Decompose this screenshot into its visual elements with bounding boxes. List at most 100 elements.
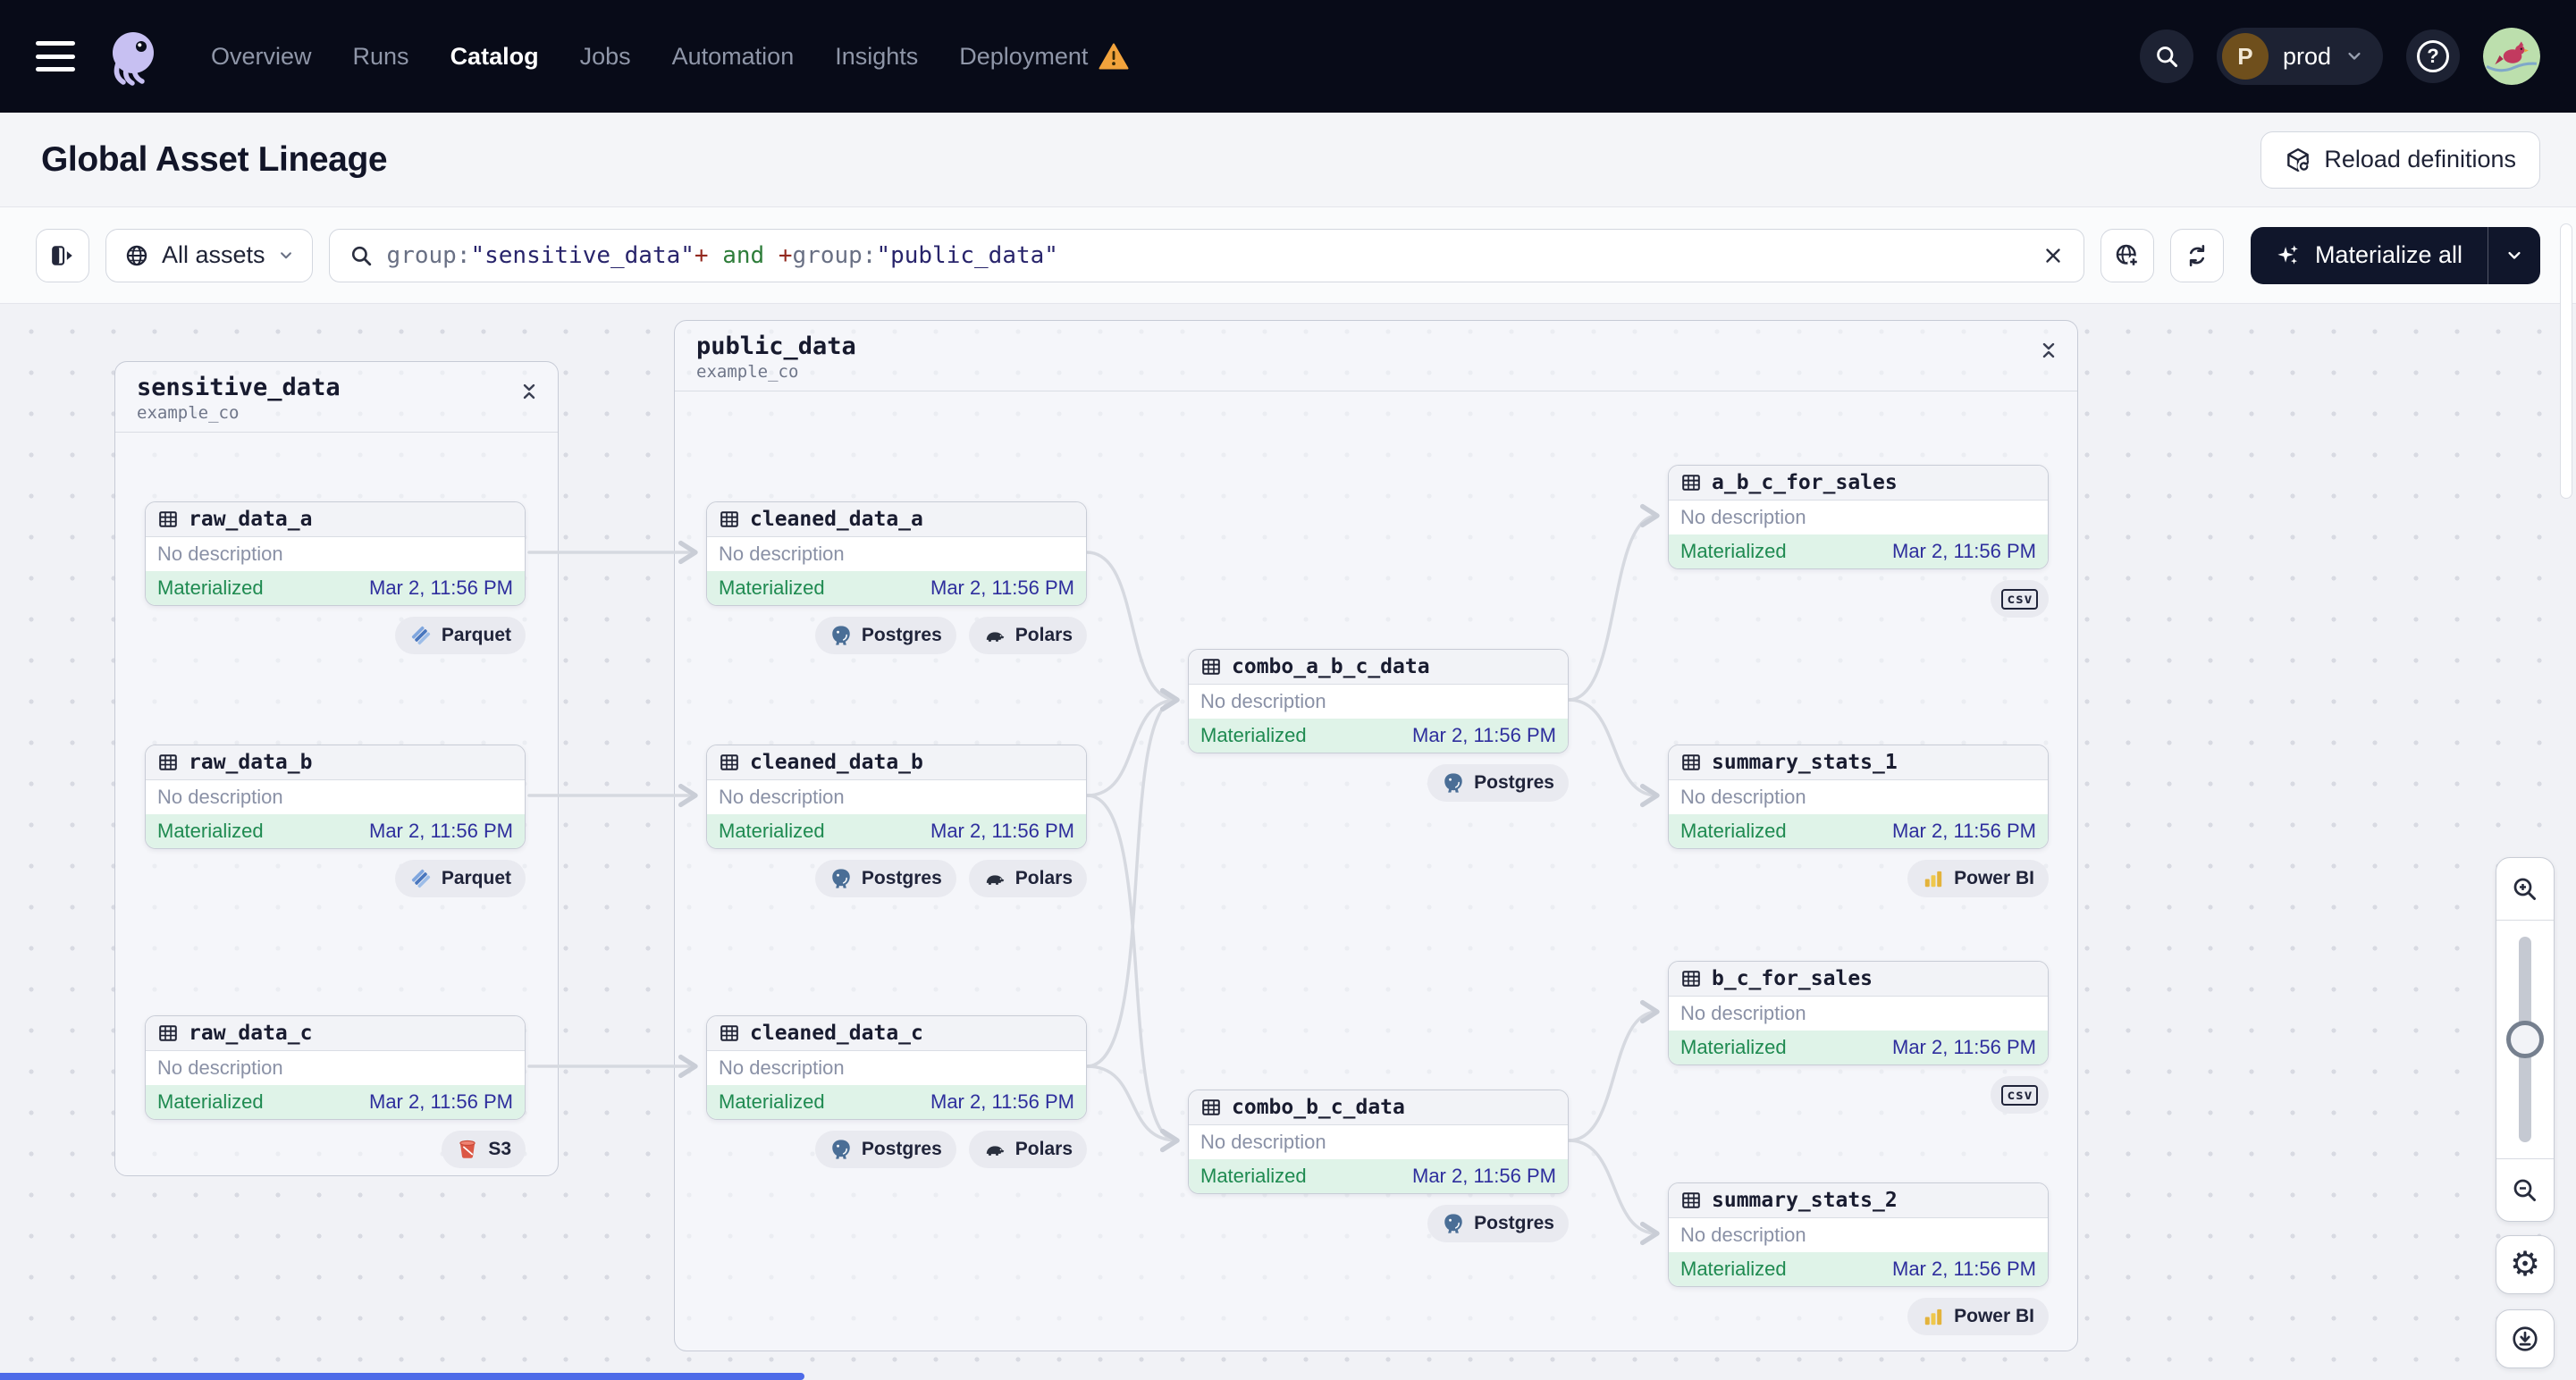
asset-card[interactable]: summary_stats_1 No description Materiali…	[1668, 745, 2049, 849]
group-header[interactable]: public_data example_co	[675, 321, 2077, 392]
asset-status: Materialized	[719, 1090, 825, 1113]
zoom-slider-handle[interactable]	[2506, 1021, 2544, 1058]
deployment-warning-icon	[1099, 43, 1129, 70]
zoom-in-button[interactable]	[2496, 858, 2554, 921]
deployment-switcher[interactable]: P prod	[2216, 28, 2383, 85]
csv-icon: csv	[2001, 1084, 2038, 1106]
asset-card[interactable]: combo_a_b_c_data No description Material…	[1188, 649, 1569, 753]
nav-automation[interactable]: Automation	[671, 42, 795, 70]
materialize-all-button[interactable]: Materialize all	[2251, 227, 2488, 284]
asset-status: Materialized	[157, 1090, 264, 1113]
reload-cube-icon	[2285, 147, 2311, 173]
asset-description: No description	[1680, 1002, 1806, 1024]
asset-name: a_b_c_for_sales	[1712, 471, 1898, 494]
asset-timestamp: Mar 2, 11:56 PM	[1892, 1258, 2036, 1280]
asset-status: Materialized	[719, 820, 825, 842]
asset-card[interactable]: summary_stats_2 No description Materiali…	[1668, 1182, 2049, 1287]
postgres-icon	[829, 624, 853, 647]
csv-icon: csv	[2001, 588, 2038, 610]
asset-name: combo_b_c_data	[1232, 1096, 1405, 1119]
zoom-out-icon	[2512, 1177, 2538, 1204]
gear-icon: ⚙	[2509, 1246, 2541, 1283]
materialize-options-caret[interactable]	[2488, 227, 2540, 284]
zoom-slider[interactable]	[2496, 921, 2554, 1158]
page-header: Global Asset Lineage Reload definitions	[0, 113, 2576, 207]
asset-node-a-b-c-for-sales: a_b_c_for_sales No description Materiali…	[1668, 465, 2049, 618]
table-icon	[157, 1022, 179, 1044]
table-icon	[1200, 1097, 1222, 1118]
horizontal-scrollbar-thumb[interactable]	[0, 1373, 804, 1380]
nav-insights[interactable]: Insights	[835, 42, 919, 70]
nav-jobs[interactable]: Jobs	[579, 42, 631, 70]
kind-badge-polars: Polars	[968, 1131, 1087, 1168]
kind-badge-postgres: Postgres	[1427, 1205, 1569, 1242]
toggle-asset-panel-button[interactable]	[36, 228, 89, 282]
env-name: prod	[2282, 42, 2331, 70]
zoom-out-button[interactable]	[2496, 1158, 2554, 1221]
asset-name: raw_data_a	[189, 508, 313, 531]
collapse-group-icon[interactable]	[2040, 341, 2058, 359]
table-icon	[719, 752, 740, 773]
panel-toggle-icon	[50, 243, 75, 268]
asset-name: cleaned_data_a	[750, 508, 923, 531]
asset-card[interactable]: combo_b_c_data No description Materializ…	[1188, 1090, 1569, 1194]
nav-deployment[interactable]: Deployment	[959, 43, 1129, 71]
clear-query-icon[interactable]	[2042, 245, 2064, 266]
view-full-graph-button[interactable]	[2100, 228, 2154, 282]
asset-scope-dropdown[interactable]: All assets	[105, 228, 313, 282]
help-button[interactable]: ?	[2406, 29, 2460, 83]
primary-nav: Overview Runs Catalog Jobs Automation In…	[211, 43, 1129, 71]
asset-node-summary-stats-1: summary_stats_1 No description Materiali…	[1668, 745, 2049, 897]
download-icon	[2511, 1325, 2539, 1353]
nav-catalog[interactable]: Catalog	[450, 42, 539, 70]
asset-description: No description	[1680, 1224, 1806, 1246]
nav-overview[interactable]: Overview	[211, 42, 312, 70]
group-name: public_data	[696, 332, 856, 360]
asset-card[interactable]: b_c_for_sales No description Materialize…	[1668, 961, 2049, 1065]
vertical-scrollbar-thumb[interactable]	[2560, 223, 2572, 499]
asset-status: Materialized	[1680, 540, 1787, 562]
dagster-logo-icon[interactable]	[100, 23, 166, 89]
asset-timestamp: Mar 2, 11:56 PM	[1412, 724, 1556, 746]
group-name: sensitive_data	[137, 374, 341, 401]
asset-card[interactable]: cleaned_data_c No description Materializ…	[706, 1015, 1087, 1120]
asset-status: Materialized	[1680, 820, 1787, 842]
question-mark-icon: ?	[2417, 40, 2449, 72]
asset-node-cleaned-data-c: cleaned_data_c No description Materializ…	[706, 1015, 1087, 1168]
asset-timestamp: Mar 2, 11:56 PM	[1412, 1165, 1556, 1187]
table-icon	[1680, 472, 1702, 493]
asset-selection-query[interactable]: group:"sensitive_data"+ and +group:"publ…	[386, 241, 1058, 269]
global-search-button[interactable]	[2139, 29, 2193, 83]
hamburger-menu-icon[interactable]	[36, 41, 75, 72]
kind-badge-powerbi: Power BI	[1907, 860, 2049, 897]
reload-definitions-button[interactable]: Reload definitions	[2260, 130, 2540, 189]
table-icon	[157, 509, 179, 530]
kind-badge-postgres: Postgres	[814, 1131, 956, 1168]
nav-runs[interactable]: Runs	[352, 42, 409, 70]
globe-plus-icon	[2114, 242, 2141, 269]
download-graph-button[interactable]	[2496, 1309, 2555, 1368]
top-nav-bar: Overview Runs Catalog Jobs Automation In…	[0, 0, 2576, 113]
asset-card[interactable]: cleaned_data_a No description Materializ…	[706, 501, 1087, 606]
graph-settings-button[interactable]: ⚙	[2496, 1235, 2555, 1294]
asset-selection-input[interactable]: group:"sensitive_data"+ and +group:"publ…	[328, 228, 2084, 282]
asset-node-cleaned-data-a: cleaned_data_a No description Materializ…	[706, 501, 1087, 654]
group-header[interactable]: sensitive_data example_co	[115, 362, 558, 433]
postgres-icon	[829, 867, 853, 890]
chevron-down-icon	[2345, 47, 2363, 65]
asset-card[interactable]: a_b_c_for_sales No description Materiali…	[1668, 465, 2049, 569]
asset-description: No description	[719, 1056, 845, 1079]
table-icon	[1680, 968, 1702, 989]
postgres-icon	[1442, 771, 1465, 795]
postgres-icon	[829, 1138, 853, 1161]
refresh-graph-button[interactable]	[2169, 228, 2224, 282]
parquet-icon	[409, 624, 433, 647]
user-avatar[interactable]	[2483, 28, 2540, 85]
collapse-group-icon[interactable]	[520, 383, 538, 400]
asset-card[interactable]: cleaned_data_b No description Materializ…	[706, 745, 1087, 849]
cardinal-avatar-image	[2483, 28, 2540, 85]
